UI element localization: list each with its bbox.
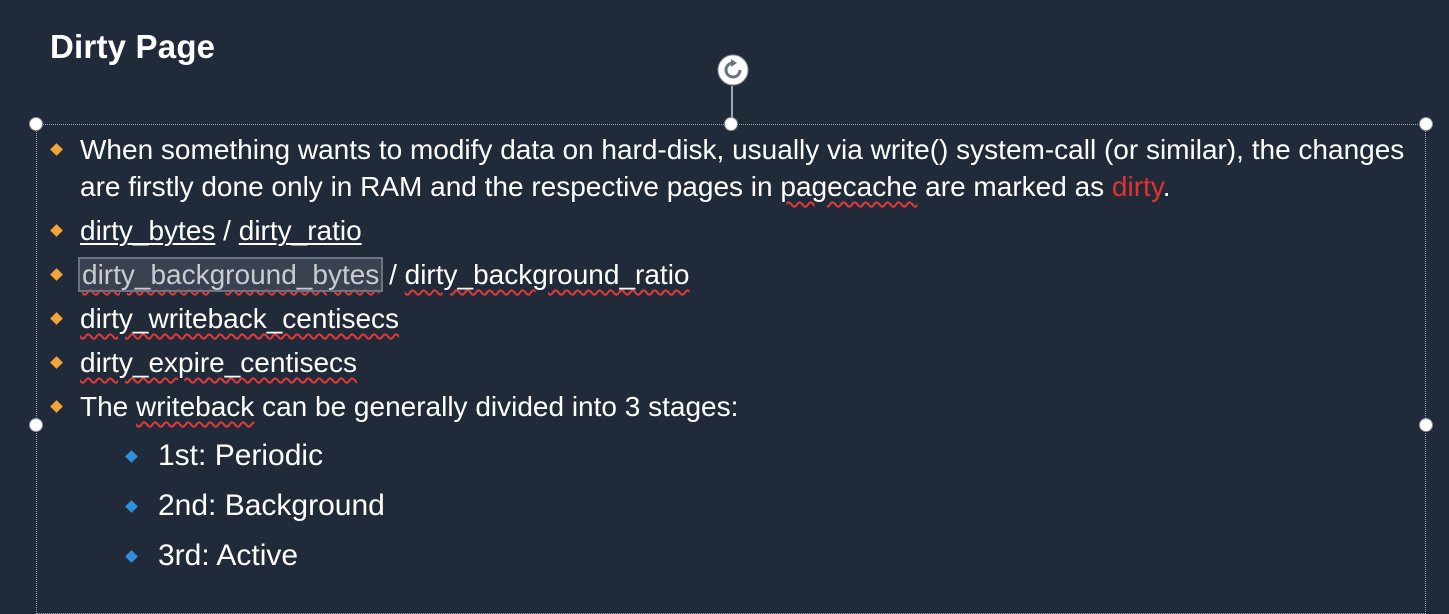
orange-diamond-bullet-icon <box>50 268 63 281</box>
sub-bullet-text: 2nd: Background <box>158 489 385 522</box>
list-item[interactable]: When something wants to modify data on h… <box>50 131 1410 205</box>
resize-handle-icon[interactable] <box>724 117 738 131</box>
sub-list-item[interactable]: 3rd: Active <box>50 536 1410 576</box>
sub-list-item[interactable]: 1st: Periodic <box>50 436 1410 476</box>
sub-bullet-text: 1st: Periodic <box>158 439 324 472</box>
separator: / <box>215 215 239 246</box>
orange-diamond-bullet-icon <box>50 143 63 156</box>
rotate-handle-icon[interactable] <box>713 50 753 90</box>
list-item[interactable]: dirty_background_bytes / dirty_backgroun… <box>50 256 1410 293</box>
blue-diamond-bullet-icon <box>125 500 138 513</box>
list-item[interactable]: The writeback can be generally divided i… <box>50 388 1410 425</box>
dirty-background-bytes-term-selected[interactable]: dirty_background_bytes <box>77 257 384 292</box>
resize-handle-icon[interactable] <box>29 117 43 131</box>
blue-diamond-bullet-icon <box>125 450 138 463</box>
orange-diamond-bullet-icon <box>50 400 63 413</box>
list-item[interactable]: dirty_expire_centisecs <box>50 344 1410 381</box>
resize-handle-icon[interactable] <box>1419 117 1433 131</box>
bullet-text: can be generally divided into 3 stages: <box>254 391 739 422</box>
rotate-handle-stem <box>731 86 733 124</box>
dirty-expire-centisecs-term: dirty_expire_centisecs <box>80 347 358 378</box>
bullet-text: The <box>80 391 137 422</box>
bullet-text: are marked as <box>917 171 1112 202</box>
bullet-list[interactable]: When something wants to modify data on h… <box>50 131 1410 586</box>
resize-handle-icon[interactable] <box>29 418 43 432</box>
bullet-text-end: . <box>1162 171 1171 202</box>
slide-canvas: Dirty Page When something wants to modif… <box>29 28 1433 614</box>
blue-diamond-bullet-icon <box>125 550 138 563</box>
dirty-bytes-term: dirty_bytes <box>80 215 216 246</box>
bullet-text: When something wants to modify data on h… <box>80 134 1405 202</box>
pagecache-term: pagecache <box>780 171 918 202</box>
orange-diamond-bullet-icon <box>50 312 63 325</box>
dirty-writeback-centisecs-term: dirty_writeback_centisecs <box>80 303 400 334</box>
orange-diamond-bullet-icon <box>50 224 63 237</box>
orange-diamond-bullet-icon <box>50 356 63 369</box>
list-item[interactable]: dirty_bytes / dirty_ratio <box>50 212 1410 249</box>
list-item[interactable]: dirty_writeback_centisecs <box>50 300 1410 337</box>
sub-bullet-text: 3rd: Active <box>158 539 299 572</box>
sub-list-item[interactable]: 2nd: Background <box>50 486 1410 526</box>
separator: / <box>381 259 405 290</box>
resize-handle-icon[interactable] <box>1419 418 1433 432</box>
slide-title[interactable]: Dirty Page <box>50 28 216 65</box>
writeback-term: writeback <box>136 391 255 422</box>
dirty-ratio-term: dirty_ratio <box>238 215 362 246</box>
dirty-highlight: dirty <box>1111 171 1163 202</box>
dirty-background-ratio-term: dirty_background_ratio <box>404 259 690 290</box>
